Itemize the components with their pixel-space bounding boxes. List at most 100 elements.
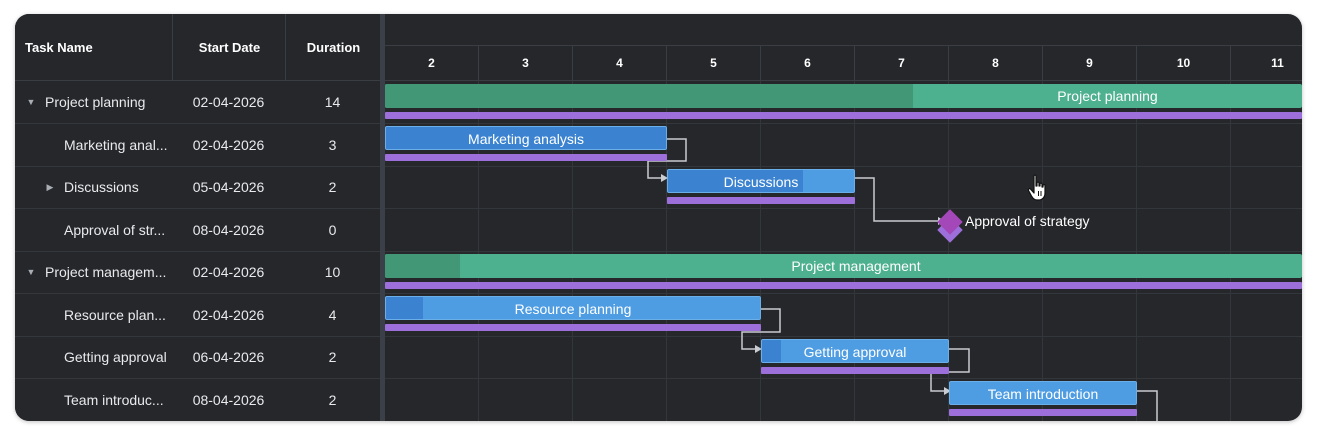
grid-chart-splitter[interactable] (380, 14, 385, 421)
progress-fill (385, 84, 913, 108)
progress-fill (386, 297, 423, 319)
start-date: 05-04-2026 (192, 179, 265, 195)
bar-label: Team introduction (987, 386, 1099, 402)
scale-days-row: 2 3 4 5 6 7 8 9 10 11 (385, 46, 1302, 81)
bar-label: Project planning (1057, 88, 1158, 104)
grid-line (385, 378, 1302, 379)
duration: 2 (328, 179, 337, 195)
day-cell: 3 (479, 46, 573, 80)
link-discussions-to-approval (855, 177, 940, 222)
timeline-chart: 2 3 4 5 6 7 8 9 10 11 (385, 14, 1302, 421)
bar-label: Project management (791, 258, 921, 274)
task-name: Approval of str... (64, 222, 166, 238)
milestone-label: Approval of strategy (965, 213, 1090, 229)
duration: 10 (324, 264, 341, 280)
start-date: 02-04-2026 (192, 137, 265, 153)
grid-row[interactable]: ▼ Project planning 02-04-2026 14 (15, 81, 380, 124)
start-date: 02-04-2026 (192, 94, 265, 110)
day-cell: 4 (573, 46, 667, 80)
link-team-outgoing (1137, 390, 1158, 421)
grid-line (385, 336, 1302, 337)
grid-row[interactable]: Approval of str... 08-04-2026 0 (15, 209, 380, 252)
task-name: Marketing anal... (64, 137, 168, 153)
team-introduction-bar[interactable]: Team introduction (949, 381, 1137, 405)
day-cell: 10 (1137, 46, 1231, 80)
header-task-name[interactable]: Task Name (25, 39, 93, 55)
day-cell: 2 (385, 46, 479, 80)
grid-row[interactable]: Team introduc... 08-04-2026 2 (15, 379, 380, 421)
duration: 14 (324, 94, 341, 110)
duration: 3 (328, 137, 337, 153)
duration: 0 (328, 222, 337, 238)
task-name: Discussions (64, 179, 139, 195)
project-management-bar[interactable]: Project management (385, 254, 1302, 278)
baseline-bar (949, 409, 1137, 416)
project-planning-bar[interactable]: Project planning (385, 84, 1302, 108)
caret-down-icon[interactable]: ▼ (26, 97, 36, 107)
progress-fill (668, 170, 803, 192)
caret-down-icon[interactable]: ▼ (26, 267, 36, 277)
arrow-head (755, 345, 762, 353)
getting-approval-bar[interactable]: Getting approval (761, 339, 949, 363)
resource-planning-bar[interactable]: Resource planning (385, 296, 761, 320)
duration: 2 (328, 349, 337, 365)
scale-top-row (385, 14, 1302, 46)
link-approval-to-team (930, 348, 970, 392)
progress-fill (762, 340, 781, 362)
bar-label: Resource planning (514, 301, 632, 317)
header-duration[interactable]: Duration (285, 14, 381, 80)
day-cell: 8 (949, 46, 1043, 80)
discussions-bar[interactable]: Discussions (667, 169, 855, 193)
bar-label: Getting approval (803, 344, 907, 360)
start-date: 06-04-2026 (192, 349, 265, 365)
day-cell: 7 (855, 46, 949, 80)
grid-row[interactable]: Getting approval 06-04-2026 2 (15, 336, 380, 379)
grid-row[interactable]: ▼ Project managem... 02-04-2026 10 (15, 251, 380, 294)
grid-line (385, 208, 1302, 209)
link-resource-to-approval (741, 308, 781, 350)
grid-row[interactable]: Resource plan... 02-04-2026 4 (15, 294, 380, 337)
link-marketing-to-discussions (647, 138, 687, 179)
grid-row[interactable]: Marketing anal... 02-04-2026 3 (15, 124, 380, 167)
baseline-bar (385, 324, 761, 331)
task-grid: Task Name Start Date Duration ▼ Project … (15, 14, 380, 421)
day-cell: 6 (761, 46, 855, 80)
task-name: Getting approval (64, 349, 167, 365)
duration: 2 (328, 392, 337, 408)
day-cell: 11 (1231, 46, 1302, 80)
day-cell: 5 (667, 46, 761, 80)
start-date: 02-04-2026 (192, 307, 265, 323)
chart-body: Project planning Marketing analysis Disc… (385, 81, 1302, 421)
grid-line (385, 166, 1302, 167)
grid-line (385, 251, 1302, 252)
grid-header: Task Name Start Date Duration (15, 14, 380, 81)
arrow-head (944, 387, 951, 395)
baseline-bar (385, 154, 667, 161)
marketing-analysis-bar[interactable]: Marketing analysis (385, 126, 667, 150)
task-name: Project managem... (45, 264, 167, 280)
bar-label: Marketing analysis (468, 131, 584, 147)
progress-fill (385, 254, 460, 278)
baseline-bar (385, 282, 1302, 289)
task-name: Team introduc... (64, 392, 164, 408)
start-date: 08-04-2026 (192, 222, 265, 238)
bar-label: Discussions (723, 174, 799, 190)
header-start-date[interactable]: Start Date (172, 14, 286, 80)
start-date: 08-04-2026 (192, 392, 265, 408)
gantt-chart: Task Name Start Date Duration ▼ Project … (15, 14, 1302, 421)
arrow-head (661, 174, 668, 182)
duration: 4 (328, 307, 337, 323)
grid-row[interactable]: ▶ Discussions 05-04-2026 2 (15, 166, 380, 209)
day-cell: 9 (1043, 46, 1137, 80)
baseline-bar (385, 112, 1302, 119)
progress-fill (386, 127, 666, 149)
grid-line (385, 293, 1302, 294)
hand-pointer-icon (1027, 174, 1046, 201)
grid-line (385, 123, 1302, 124)
start-date: 02-04-2026 (192, 264, 265, 280)
baseline-bar (761, 367, 949, 374)
baseline-bar (667, 197, 855, 204)
task-name: Project planning (45, 94, 146, 110)
task-name: Resource plan... (64, 307, 166, 323)
caret-right-icon[interactable]: ▶ (46, 181, 54, 192)
